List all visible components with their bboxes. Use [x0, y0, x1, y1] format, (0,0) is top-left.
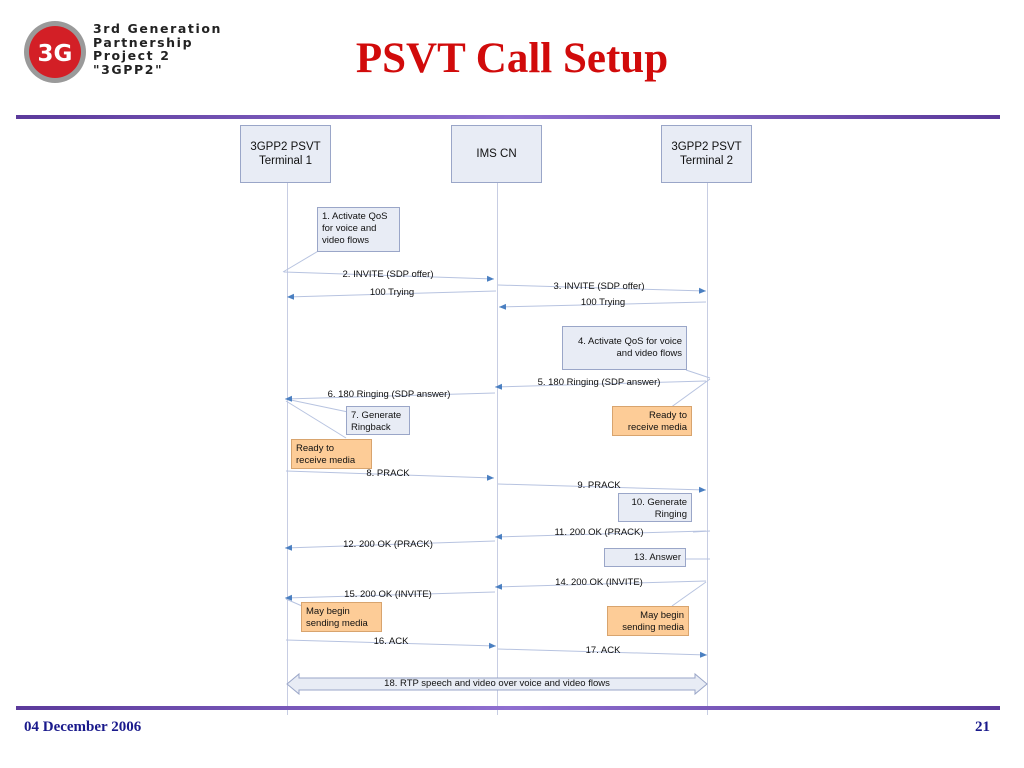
lifeline-ims-cn [497, 183, 498, 715]
msg-label-17: 17. ACK [585, 645, 621, 656]
logo-line-2: Partnership [93, 34, 194, 50]
logo-line-3: Project 2 [93, 48, 171, 63]
logo-3g-mark: 3G [24, 21, 86, 83]
arrow-5-180-ringing [494, 380, 707, 390]
arrow-9-prack [497, 483, 707, 493]
lifeline-terminal-2 [707, 183, 708, 715]
msg-label-100-trying-1: 100 Trying [369, 287, 415, 298]
logo-line-1: 3rd Generation [93, 21, 223, 36]
note-ready-receive-terminal-2: Ready to receive media [612, 406, 692, 436]
actor-terminal-1: 3GPP2 PSVT Terminal 1 [240, 125, 331, 183]
note-generate-ringing: 10. Generate Ringing [618, 493, 692, 522]
note-may-begin-terminal-2: May begin sending media [607, 606, 689, 636]
bottom-divider [16, 706, 1000, 710]
arrow-100-trying-2 [498, 301, 707, 310]
note-may-begin-terminal-1: May begin sending media [301, 602, 382, 632]
rtp-double-arrow [286, 672, 708, 696]
logo-wordmark: 3rd Generation Partnership Project 2 "3G… [93, 22, 222, 76]
connector-ready-1 [285, 400, 347, 439]
note-answer: 13. Answer [604, 548, 686, 567]
actor-ims-cn: IMS CN [451, 125, 542, 183]
note-ready-receive-terminal-1: Ready to receive media [291, 439, 372, 469]
connector-note-7 [285, 398, 349, 413]
msg-label-6: 6. 180 Ringing (SDP answer) [327, 389, 451, 400]
arrow-12-200-ok [284, 540, 496, 551]
msg-label-16: 16. ACK [373, 636, 409, 647]
logo-3gpp2: 3G [22, 18, 237, 88]
msg-label-3: 3. INVITE (SDP offer) [553, 281, 645, 292]
arrow-8-prack [285, 470, 495, 481]
footer-date: 04 December 2006 [24, 719, 142, 735]
slide-title: PSVT Call Setup [355, 35, 669, 82]
msg-label-5: 5. 180 Ringing (SDP answer) [537, 377, 661, 388]
arrow-16-ack [285, 639, 497, 649]
msg-label-8: 8. PRACK [366, 468, 410, 479]
arrow-3-invite [497, 284, 707, 294]
connector-may-2 [671, 581, 707, 607]
page-number: 21 [975, 719, 990, 735]
actor-terminal-2: 3GPP2 PSVT Terminal 2 [661, 125, 752, 183]
msg-label-15: 15. 200 OK (INVITE) [344, 589, 432, 600]
msg-label-14: 14. 200 OK (INVITE) [555, 577, 643, 588]
logo-mark-text: 3G [38, 41, 73, 67]
arrow-2-invite [283, 271, 495, 282]
arrow-17-ack [497, 648, 708, 658]
msg-label-100-trying-2: 100 Trying [580, 297, 626, 308]
arrow-6-180-ringing [284, 392, 496, 402]
msg-label-11: 11. 200 OK (PRACK) [554, 527, 644, 538]
top-divider [16, 115, 1000, 119]
connector-may-1 [285, 598, 303, 607]
connector-note-1 [282, 249, 321, 273]
arrow-15-200-ok [284, 591, 496, 601]
logo-line-4: "3GPP2" [93, 61, 164, 77]
connector-note-4 [685, 369, 711, 379]
lifeline-terminal-1 [287, 183, 288, 715]
note-activate-qos-1: 1. Activate QoS for voice and video flow… [317, 207, 400, 252]
arrow-14-200-ok [494, 580, 707, 590]
note-activate-qos-4: 4. Activate QoS for voice and video flow… [562, 326, 687, 370]
msg-label-2: 2. INVITE (SDP offer) [342, 269, 434, 280]
rtp-label: 18. RTP speech and video over voice and … [384, 677, 610, 689]
connector-ready-2 [669, 378, 711, 409]
arrow-100-trying-1 [286, 290, 497, 300]
arrow-11-200-ok [494, 530, 707, 540]
note-generate-ringback: 7. Generate Ringback [346, 406, 410, 435]
msg-label-9: 9. PRACK [577, 480, 621, 491]
msg-label-12: 12. 200 OK (PRACK) [343, 539, 433, 550]
